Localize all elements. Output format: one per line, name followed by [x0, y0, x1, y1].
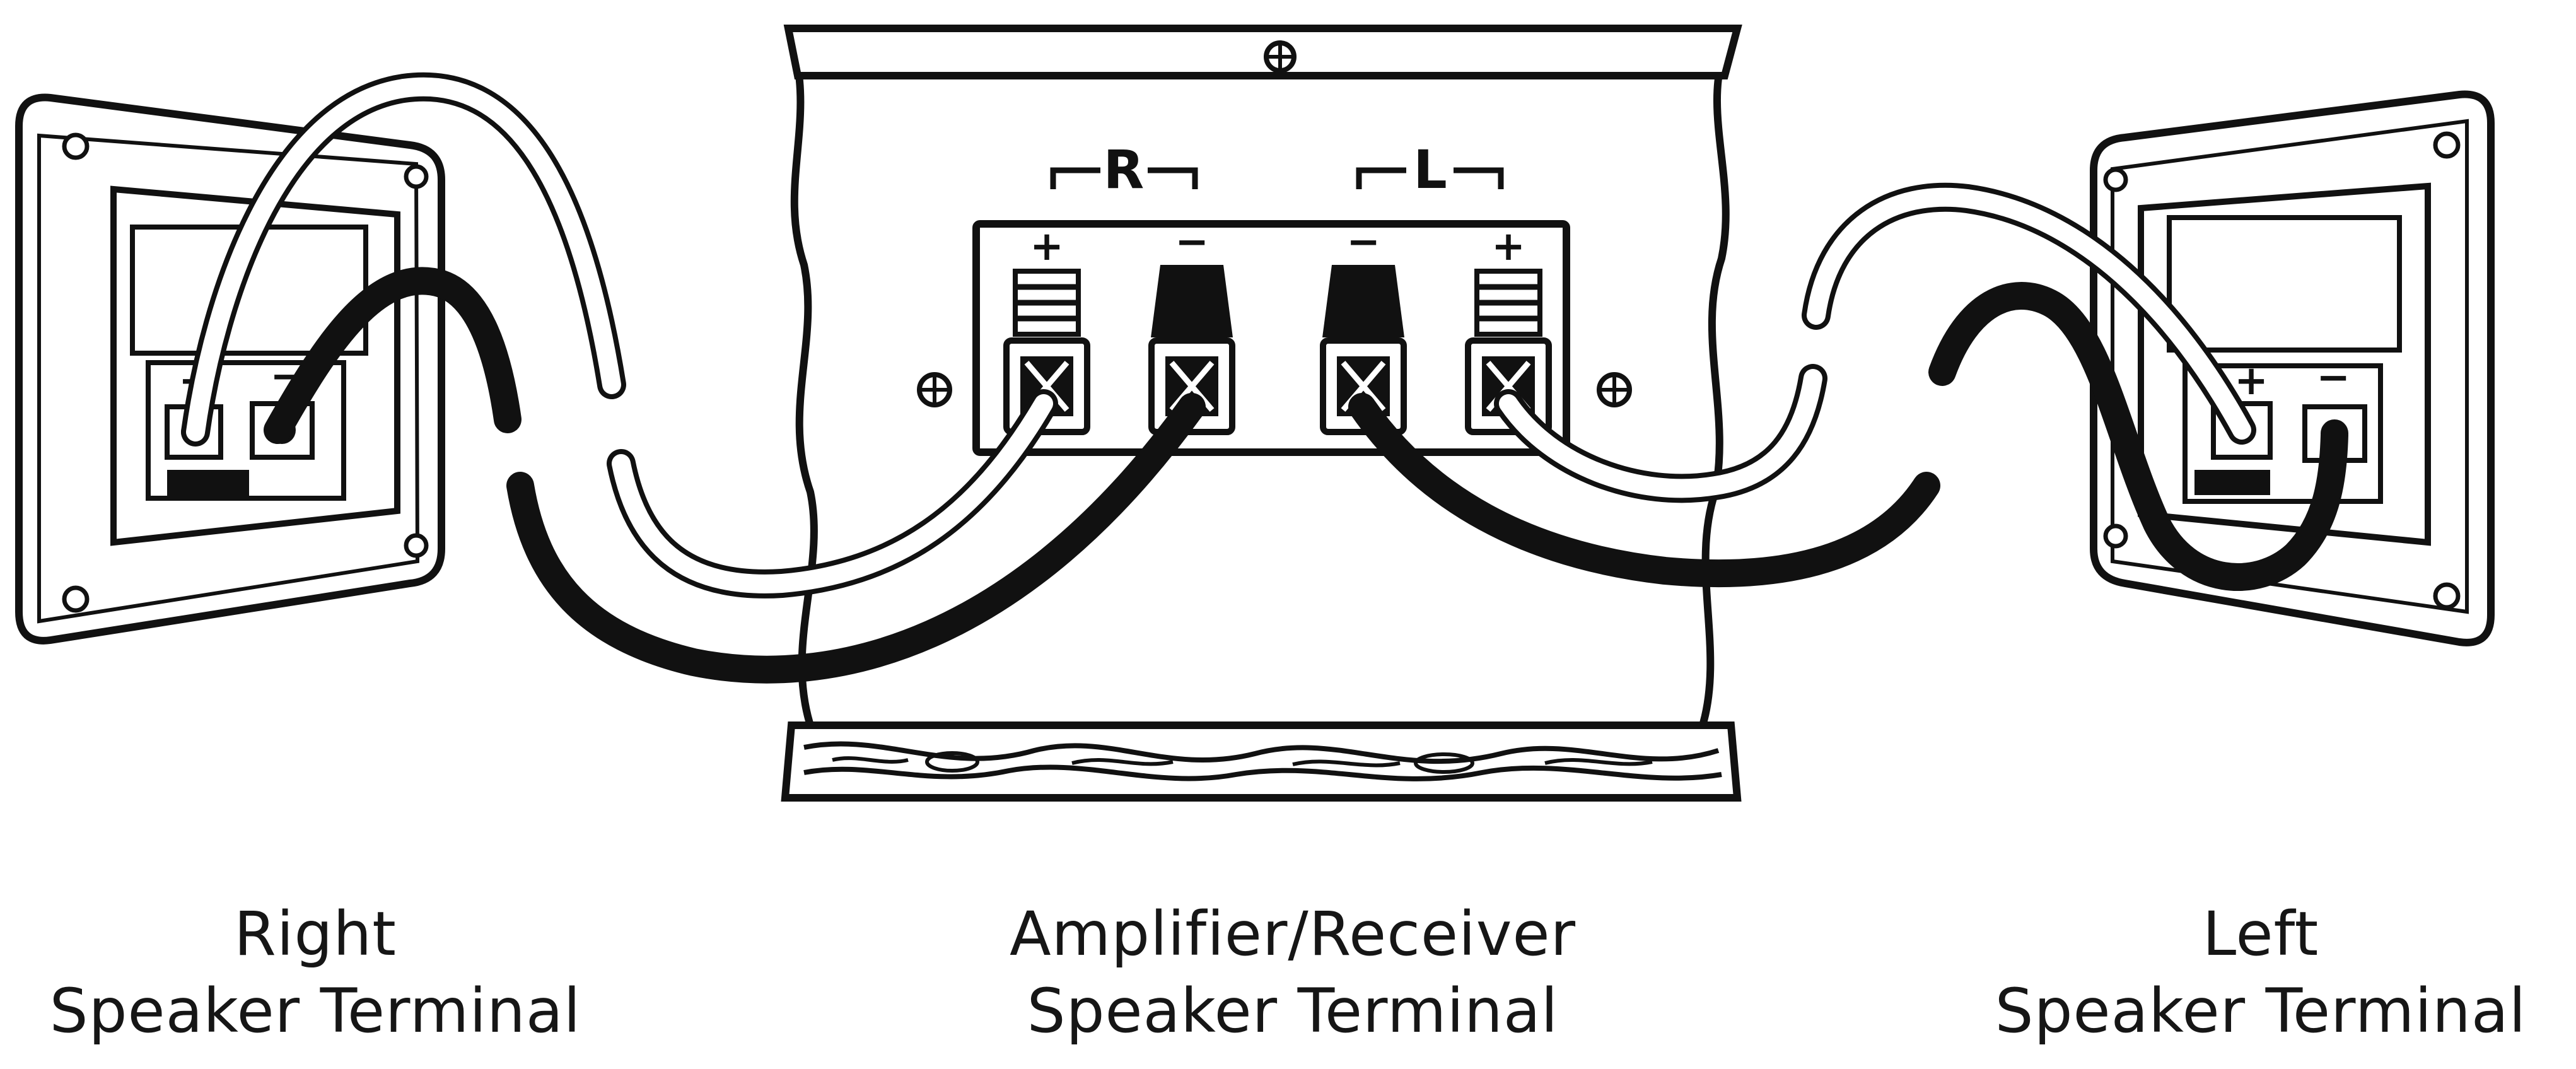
left-channel-negative-wire: [1348, 282, 2348, 591]
speaker-wiring-diagram: R L + − − +: [15, 25, 2495, 802]
channel-r-label: R: [1104, 139, 1145, 201]
amplifier-caption-line2: Speaker Terminal: [1027, 976, 1559, 1046]
amp-r-plus-label: +: [1030, 223, 1064, 270]
channel-l-label: L: [1413, 139, 1447, 201]
left-speaker-caption: Left Speaker Terminal: [1945, 896, 2576, 1049]
panel-screw-right-icon: [1597, 372, 1632, 407]
right-channel-positive-wire: [181, 72, 1058, 599]
left-caption-line2: Speaker Terminal: [1995, 976, 2527, 1046]
amplifier-panel: R L + − − +: [781, 25, 1742, 802]
amplifier-caption: Amplifier/Receiver Speaker Terminal: [914, 896, 1671, 1049]
amplifier-caption-line1: Amplifier/Receiver: [1009, 899, 1576, 969]
top-screw-icon: [1264, 40, 1297, 73]
panel-screw-left-icon: [917, 372, 952, 407]
ls-minus-label: −: [2316, 354, 2350, 401]
ls-plus-label: +: [2234, 358, 2268, 404]
amp-r-minus-terminal: [1148, 265, 1235, 435]
right-caption-line2: Speaker Terminal: [49, 976, 581, 1046]
right-caption-line1: Right: [234, 899, 397, 969]
left-caption-line1: Left: [2202, 899, 2319, 969]
right-channel-negative-wire: [264, 267, 1206, 684]
amp-r-minus-label: −: [1175, 219, 1209, 266]
amp-l-minus-label: −: [1346, 219, 1380, 266]
left-channel-positive-wire: [1494, 182, 2256, 503]
amp-l-plus-label: +: [1491, 223, 1525, 270]
right-speaker-caption: Right Speaker Terminal: [0, 896, 631, 1049]
wood-base: [781, 721, 1742, 802]
right-speaker-plate: + −: [15, 93, 445, 645]
amp-l-minus-terminal: [1320, 265, 1407, 435]
